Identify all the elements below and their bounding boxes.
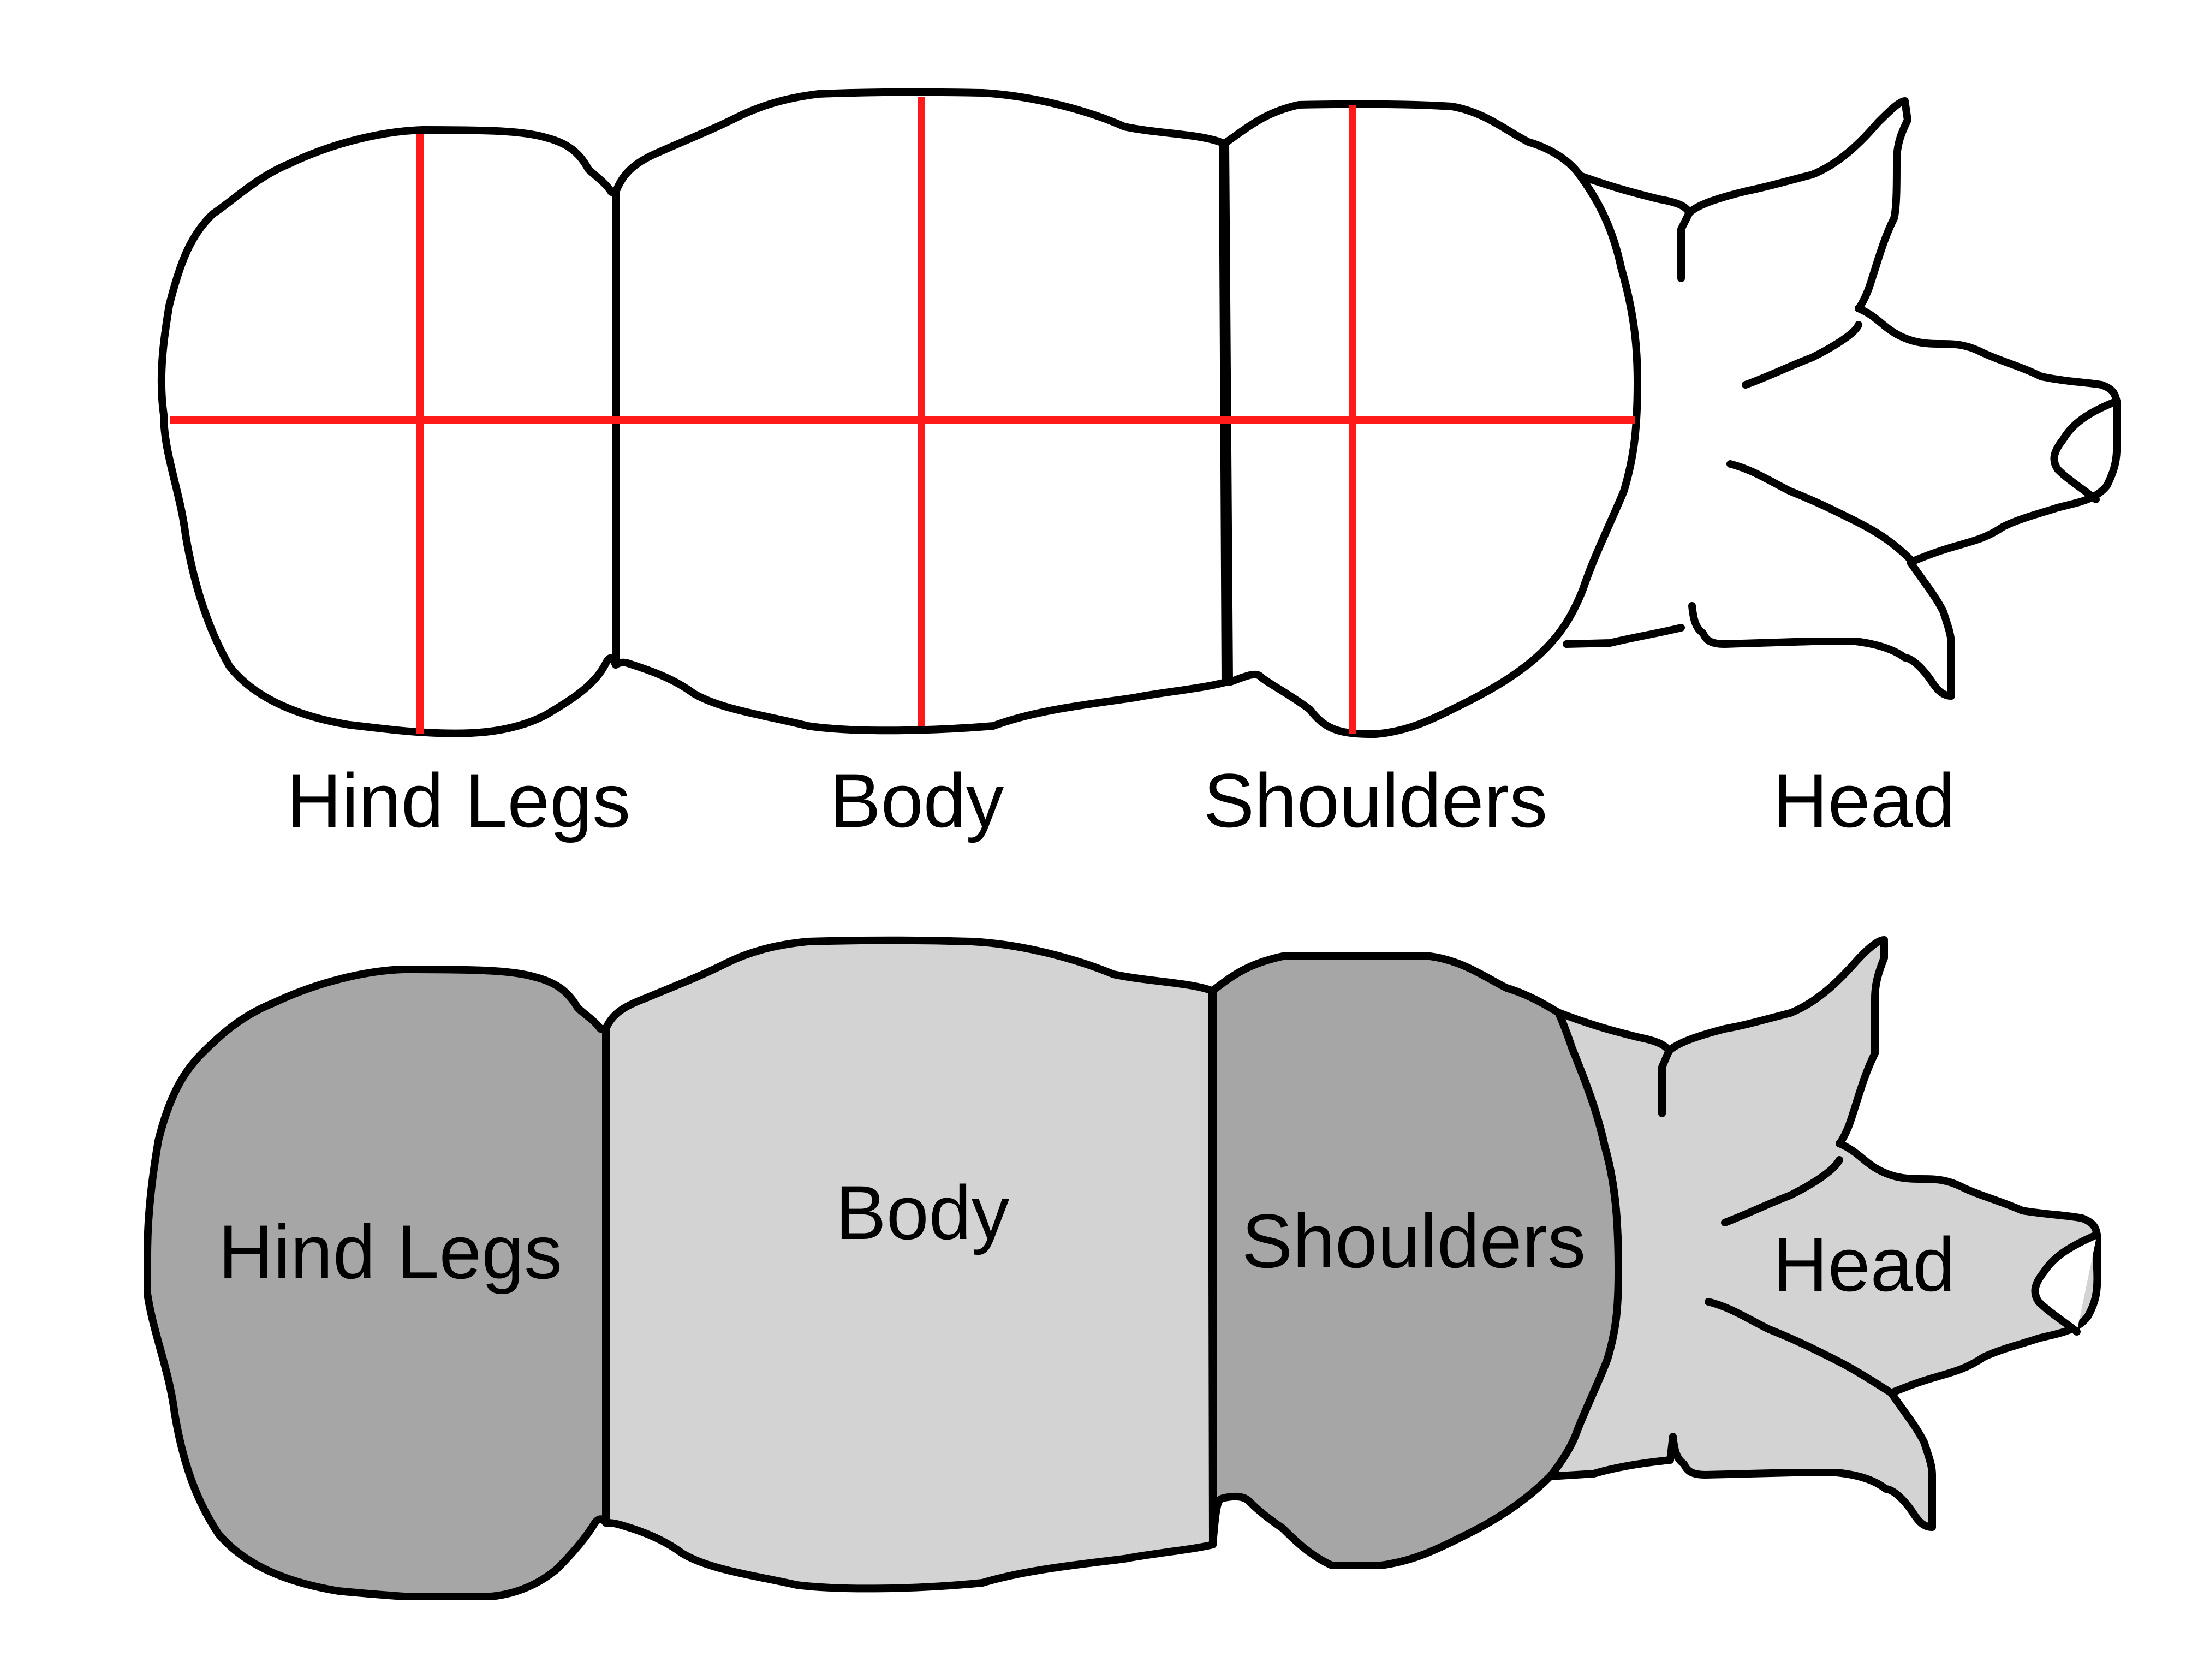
top-head-jaw-outline: [1688, 558, 1955, 700]
bottom-label-body: Body: [835, 1170, 1009, 1255]
bottom-shoulders-region: [1209, 952, 1622, 1569]
top-head-snout-outline: [1855, 305, 2121, 566]
bottom-head-ear-upper: [1721, 1156, 1843, 1226]
bottom-head-ear-lower: [1705, 1298, 1895, 1397]
top-hind-legs-outline: [157, 126, 620, 737]
bottom-label-hind-legs: Hind Legs: [218, 1209, 562, 1295]
top-head-nostril: [2050, 397, 2121, 503]
top-head-neck-lower: [1563, 624, 1685, 648]
top-shoulders-outline: [1222, 100, 1641, 738]
top-head-ear-lower: [1726, 460, 1914, 563]
bottom-label-shoulders: Shoulders: [1242, 1198, 1586, 1284]
top-head-outline: [1576, 97, 1911, 312]
top-head-ear-upper: [1742, 321, 1862, 389]
bottom-body-region: [602, 936, 1217, 1593]
top-head-neck-upper: [1677, 209, 1693, 282]
bottom-head-neck-upper: [1658, 1047, 1673, 1117]
bottom-hind-legs-region: [144, 966, 610, 1600]
top-label-body: Body: [830, 758, 1004, 843]
bottom-figure: Hind Legs Body Shoulders Head: [144, 936, 2101, 1600]
top-label-head: Head: [1773, 758, 1956, 843]
top-figure: Hind Legs Body Shoulders Head: [157, 88, 2121, 843]
bottom-head-nostril: [2031, 1231, 2101, 1336]
top-label-shoulders: Shoulders: [1204, 758, 1547, 843]
bottom-label-head: Head: [1773, 1222, 1956, 1307]
top-label-hind-legs: Hind Legs: [287, 758, 630, 843]
